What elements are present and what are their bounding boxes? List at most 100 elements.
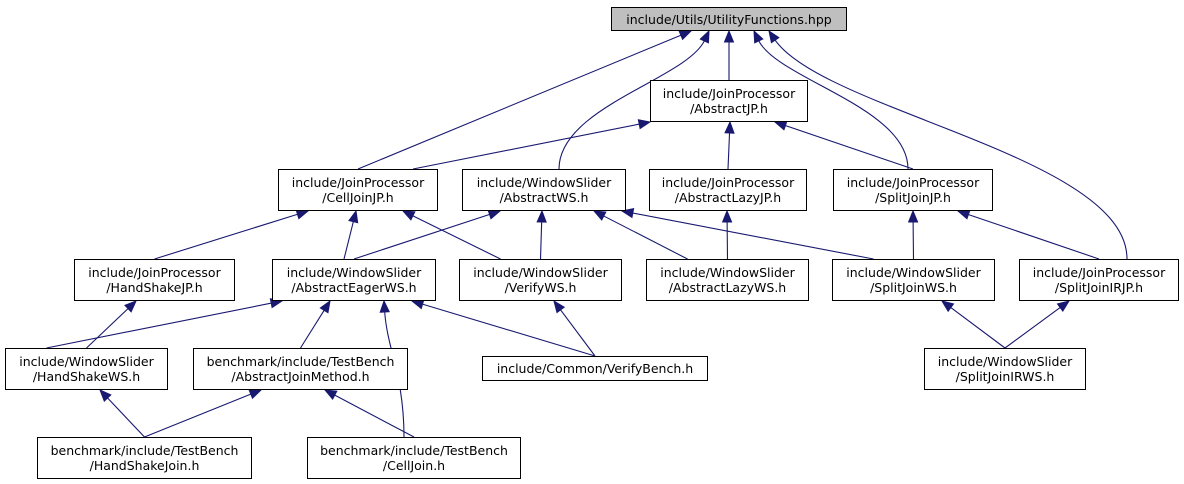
arrowhead-celljoin-to-abstractjoinmethod xyxy=(323,389,338,401)
arrowhead-abstract_jp-to-utility xyxy=(723,29,735,43)
arrowhead-verify_ws-to-celljoin_jp xyxy=(401,210,416,221)
node-label-line: include/WindowSlider xyxy=(937,354,1073,369)
arrowhead-verifybench-to-abstracteager_ws xyxy=(410,299,425,310)
edge-abstractlazy_jp-to-abstract_jp xyxy=(727,131,731,170)
arrowhead-verify_ws-to-abstract_ws xyxy=(536,209,547,223)
node-abstractlazy-jp[interactable]: include/JoinProcessor /AbstractLazyJP.h xyxy=(649,169,807,211)
arrowhead-handshake_ws-to-handshake_jp xyxy=(124,300,137,313)
node-handshake-join[interactable]: benchmark/include/TestBench /HandShakeJo… xyxy=(37,437,252,479)
node-cell-join[interactable]: benchmark/include/TestBench /CellJoin.h xyxy=(307,437,521,479)
arrowhead-abstracteager_ws-to-abstract_ws xyxy=(487,209,502,220)
edge-celljoin_jp-to-abstract_jp xyxy=(412,123,641,170)
edge-handshake_jp-to-celljoin_jp xyxy=(154,213,299,260)
node-label-line: include/JoinProcessor xyxy=(1032,265,1166,280)
node-label-line: /AbstractLazyJP.h xyxy=(674,190,782,205)
node-label-line: include/WindowSlider xyxy=(19,354,154,369)
edge-handshake_ws-to-abstracteager_ws xyxy=(46,302,273,349)
edge-splitjoinir_ws-to-splitjoin_ws xyxy=(949,306,1006,349)
arrowhead-splitjoin_ws-to-splitjoin_jp xyxy=(907,209,919,223)
edge-splitjoin_jp-to-utility xyxy=(757,39,909,170)
node-label-line: include/JoinProcessor xyxy=(662,86,796,101)
node-celljoin-jp[interactable]: include/JoinProcessor /CellJoinJP.h xyxy=(278,169,438,211)
edge-abstractjoinmethod-to-abstracteager_ws xyxy=(300,309,326,349)
node-label-line: /HandShakeWS.h xyxy=(32,369,141,384)
node-abstracteager-ws[interactable]: include/WindowSlider /AbstractEagerWS.h xyxy=(272,259,436,301)
node-label-line: /SplitJoinJP.h xyxy=(875,190,951,205)
arrowhead-handshakejoin-to-abstractjoinmethod xyxy=(248,389,263,400)
arrowhead-splitjoinir_ws-to-splitjoinir_jp xyxy=(1056,300,1071,313)
node-label-line: include/WindowSlider xyxy=(476,175,612,190)
node-splitjoin-ws[interactable]: include/WindowSlider /SplitJoinWS.h xyxy=(832,259,995,301)
arrowhead-splitjoinir_jp-to-utility xyxy=(768,29,780,44)
node-label-line: include/WindowSlider xyxy=(286,265,422,280)
node-splitjoin-jp[interactable]: include/JoinProcessor /SplitJoinJP.h xyxy=(833,169,993,211)
arrowhead-celljoin_jp-to-abstract_jp xyxy=(637,119,652,130)
node-label-line: /AbstractJP.h xyxy=(690,101,768,116)
edge-handshakejoin-to-handshake_ws xyxy=(106,396,145,438)
edge-verify_ws-to-abstract_ws xyxy=(539,220,543,260)
node-label-line: include/Common/VerifyBench.h xyxy=(496,361,694,376)
node-handshake-jp[interactable]: include/JoinProcessor /HandShakeJP.h xyxy=(74,259,235,301)
node-label-line: /HandShakeJP.h xyxy=(106,280,203,295)
edge-celljoin-to-abstractjoinmethod xyxy=(333,394,415,438)
node-label-line: include/WindowSlider xyxy=(473,265,608,280)
arrowhead-abstractjoinmethod-to-abstracteager_ws xyxy=(319,299,331,314)
arrowhead-abstractlazy_ws-to-abstract_ws xyxy=(592,210,607,221)
node-label-line: /SplitJoinWS.h xyxy=(870,280,957,295)
node-label-line: /AbstractEagerWS.h xyxy=(291,280,417,295)
edge-verifybench-to-abstracteager_ws xyxy=(421,303,596,357)
arrowhead-abstractlazy_ws-to-abstractlazy_jp xyxy=(721,209,733,223)
node-label-line: /SplitJoinIRWS.h xyxy=(955,369,1055,384)
node-label-line: /AbstractJoinMethod.h xyxy=(231,369,370,384)
node-handshake-ws[interactable]: include/WindowSlider /HandShakeWS.h xyxy=(5,348,168,390)
node-label-line: benchmark/include/TestBench xyxy=(320,443,508,458)
node-splitjoinir-ws[interactable]: include/WindowSlider /SplitJoinIRWS.h xyxy=(924,348,1086,390)
edge-handshake_ws-to-handshake_jp xyxy=(86,307,130,349)
arrowhead-verifybench-to-verify_ws xyxy=(553,299,566,314)
node-verify-bench[interactable]: include/Common/VerifyBench.h xyxy=(482,356,708,381)
edge-verify_ws-to-celljoin_jp xyxy=(411,214,501,260)
node-label-line: include/Utils/UtilityFunctions.hpp xyxy=(626,11,832,27)
edge-splitjoinir_jp-to-splitjoin_jp xyxy=(967,213,1100,260)
arrowhead-splitjoin_jp-to-abstract_jp xyxy=(773,120,788,131)
arrowhead-splitjoinir_ws-to-splitjoin_ws xyxy=(940,300,955,313)
edge-verifybench-to-verify_ws xyxy=(559,308,596,357)
node-utility-functions[interactable]: include/Utils/UtilityFunctions.hpp xyxy=(611,7,847,31)
edge-abstracteager_ws-to-celljoin_jp xyxy=(343,220,355,260)
edge-celljoin_jp-to-utility xyxy=(357,34,682,170)
node-label-line: include/JoinProcessor xyxy=(88,265,221,280)
node-label-line: include/JoinProcessor xyxy=(291,175,425,190)
node-label-line: /VerifyWS.h xyxy=(504,280,577,295)
edge-abstracteager_ws-to-abstract_ws xyxy=(353,213,491,260)
arrowhead-splitjoinir_jp-to-splitjoin_jp xyxy=(956,209,971,220)
edge-handshakejoin-to-abstractjoinmethod xyxy=(144,393,252,438)
node-label-line: include/JoinProcessor xyxy=(661,175,795,190)
edge-splitjoinir_jp-to-utility xyxy=(774,38,1128,260)
arrowhead-celljoin_jp-to-utility xyxy=(678,30,693,41)
node-label-line: /CellJoinJP.h xyxy=(322,190,394,205)
node-splitjoinir-jp[interactable]: include/JoinProcessor /SplitJoinIRJP.h xyxy=(1019,259,1179,301)
node-label-line: /AbstractLazyWS.h xyxy=(668,280,787,295)
node-label-line: /SplitJoinIRJP.h xyxy=(1054,280,1144,295)
edge-abstract_ws-to-utility xyxy=(558,39,706,170)
node-abstractlazy-ws[interactable]: include/WindowSlider /AbstractLazyWS.h xyxy=(646,259,809,301)
arrowhead-splitjoin_jp-to-utility xyxy=(753,29,764,44)
node-label-line: benchmark/include/TestBench xyxy=(206,354,395,369)
arrowhead-handshake_jp-to-celljoin_jp xyxy=(295,209,310,220)
node-label-line: /AbstractWS.h xyxy=(499,190,589,205)
node-label-line: benchmark/include/TestBench xyxy=(50,443,239,458)
edge-abstractlazy_ws-to-abstract_ws xyxy=(602,215,688,260)
node-abstract-join-method[interactable]: benchmark/include/TestBench /AbstractJoi… xyxy=(193,348,408,390)
arrowhead-abstractlazy_jp-to-abstract_jp xyxy=(724,120,735,134)
arrowhead-handshakejoin-to-handshake_ws xyxy=(99,389,112,402)
edge-splitjoin_ws-to-abstract_ws xyxy=(631,212,874,260)
arrowhead-abstracteager_ws-to-celljoin_jp xyxy=(348,209,359,224)
node-verify-ws[interactable]: include/WindowSlider /VerifyWS.h xyxy=(459,259,622,301)
node-label-line: include/WindowSlider xyxy=(846,265,981,280)
edge-splitjoin_jp-to-abstract_jp xyxy=(784,124,914,170)
arrowhead-celljoin-to-abstracteager_ws xyxy=(379,299,390,313)
node-abstract-jp[interactable]: include/JoinProcessor /AbstractJP.h xyxy=(650,80,808,122)
node-abstract-ws[interactable]: include/WindowSlider /AbstractWS.h xyxy=(462,169,626,211)
